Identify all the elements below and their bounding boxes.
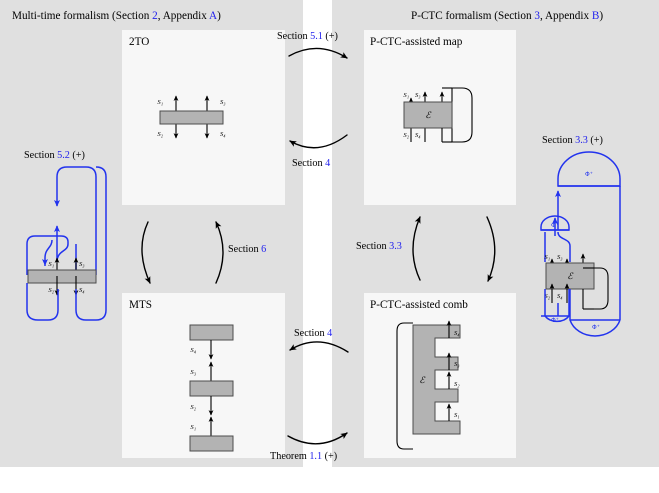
annotation-label-section-52: Section 5.2 (+): [24, 150, 85, 161]
label-channel-pctc-map: ℰ: [425, 111, 432, 121]
arrow-bot-left-prefix: Section: [294, 328, 328, 339]
label-s2-2to: S₂: [157, 131, 163, 138]
label-s2-mts: S₂: [190, 404, 196, 411]
label-bell-top: Φ⁺: [585, 171, 593, 178]
left-column-title: Multi-time formalism (Section 2, Appendi…: [12, 10, 221, 22]
label-s1-sec33: S₁: [544, 254, 550, 261]
right-title-suffix: ): [599, 10, 604, 22]
figure-section-52-blue: S₁ S₃ S₂ S₄: [26, 166, 107, 321]
label-channel-sec33: ℰ: [567, 272, 574, 282]
label-s4-2to: S₄: [220, 131, 226, 138]
right-title-appendix-ref: B: [591, 10, 600, 22]
ann-33-prefix: Section: [542, 135, 576, 146]
label-s2-sec52: S₂: [48, 287, 54, 294]
ann-52-prefix: Section: [24, 150, 58, 161]
arrow-top-right-ref: 5.1: [310, 31, 323, 42]
right-column-title: P-CTC formalism (Section 3, Appendix B): [411, 10, 603, 22]
right-title-prefix: P-CTC formalism (Section: [411, 10, 535, 22]
left-title-section-ref: 2: [152, 10, 158, 22]
arrow-bottom-leftward: [289, 341, 349, 353]
panel-mts: [122, 293, 285, 458]
right-title-section-ref: 3: [534, 10, 540, 22]
label-s1-sec52: S₁: [48, 261, 54, 268]
arrow-bot-left-ref: 4: [327, 328, 333, 339]
label-s3-sec52: S₃: [79, 261, 85, 268]
ann-33-ref: 3.3: [575, 135, 588, 146]
arrow-bot-right-suffix: (+): [322, 451, 338, 462]
label-s2-map: S₂: [403, 132, 409, 139]
arrow-label-top-leftward: Section 4: [292, 158, 330, 169]
left-title-prefix: Multi-time formalism (Section: [12, 10, 153, 22]
label-s2-comb: S₂: [454, 381, 460, 388]
arrow-label-top-rightward: Section 5.1 (+): [277, 31, 338, 42]
arrow-left-vertical-down: [141, 221, 151, 284]
label-s1-mts: S₁: [190, 424, 196, 431]
arrow-label-left-vertical: Section 6: [228, 244, 266, 255]
figure-2to: S₁ S₃ S₂ S₄: [157, 95, 226, 139]
arrow-bot-right-prefix: Theorem: [270, 451, 310, 462]
label-channel-comb: ℰ: [419, 376, 426, 386]
arrow-label-bottom-leftward: Section 4: [294, 328, 332, 339]
ann-52-ref: 5.2: [57, 150, 70, 161]
right-title-mid: , Appendix: [539, 10, 592, 22]
figure-pctc-comb: ℰ S₁ S₂ S₃ S₄: [396, 320, 461, 450]
arrow-bottom-rightward: [287, 432, 348, 445]
arrow-top-leftward: [289, 134, 348, 149]
figure-pctc-map: ℰ S₁ S₃ S₂ S₄: [403, 87, 473, 143]
label-s4-sec33: S₄: [557, 293, 563, 300]
label-s3-mts: S₃: [190, 369, 196, 376]
left-title-mid: , Appendix: [157, 10, 210, 22]
ann-33-suffix: (+): [587, 135, 603, 146]
panel-mts-label: MTS: [129, 299, 153, 311]
arrow-top-right-prefix: Section: [277, 31, 311, 42]
label-s2-sec33: S₂: [544, 293, 550, 300]
label-s1-2to: S₁: [157, 99, 163, 106]
label-s3-map: S₃: [415, 92, 421, 99]
panel-pctc-comb-label: P-CTC-assisted comb: [370, 299, 468, 311]
label-s3-sec33: S₃: [557, 254, 563, 261]
figure-section-33-blue: Φ⁺ Φ⁺ ℰ S₁ S₃ S₂ S₄: [540, 151, 621, 337]
panel-2to-label: 2TO: [129, 36, 150, 48]
label-bell-small-bottom: Φ⁺: [551, 317, 559, 324]
panel-pctc-map-label: P-CTC-assisted map: [370, 36, 463, 48]
arrow-label-bottom-rightward: Theorem 1.1 (+): [270, 451, 337, 462]
label-bell-bottom: Φ⁺: [592, 324, 600, 331]
arrow-top-rightward: [288, 47, 348, 59]
arrow-right-vert-prefix: Section: [356, 241, 390, 252]
arrow-right-vertical-down: [486, 216, 496, 282]
left-title-appendix-ref: A: [209, 10, 218, 22]
label-s3-2to: S₃: [220, 99, 226, 106]
label-s4-mts: S₄: [190, 347, 196, 354]
arrow-left-vertical-up: [215, 221, 224, 284]
label-s4-sec52: S₄: [79, 287, 85, 294]
label-s4-map: S₄: [415, 132, 421, 139]
label-s3-comb: S₃: [454, 361, 460, 368]
label-s1-comb: S₁: [454, 412, 460, 419]
arrow-left-vert-prefix: Section: [228, 244, 262, 255]
arrow-left-vert-ref: 6: [261, 244, 267, 255]
arrow-right-vert-ref: 3.3: [389, 241, 402, 252]
arrow-label-right-vertical: Section 3.3: [356, 241, 402, 252]
arrow-top-left-prefix: Section: [292, 158, 326, 169]
figure-mts: S₄ S₃ S₂ S₁: [189, 324, 234, 452]
arrow-top-right-suffix: (+): [322, 31, 338, 42]
label-s1-map: S₁: [403, 92, 409, 99]
annotation-label-section-33-plus: Section 3.3 (+): [542, 135, 603, 146]
arrow-top-left-ref: 4: [325, 158, 331, 169]
label-s4-comb: S₄: [454, 330, 460, 337]
arrow-right-vertical-up: [412, 216, 421, 281]
ann-52-suffix: (+): [69, 150, 85, 161]
left-title-suffix: ): [217, 10, 221, 22]
arrow-bot-right-ref: 1.1: [309, 451, 323, 462]
